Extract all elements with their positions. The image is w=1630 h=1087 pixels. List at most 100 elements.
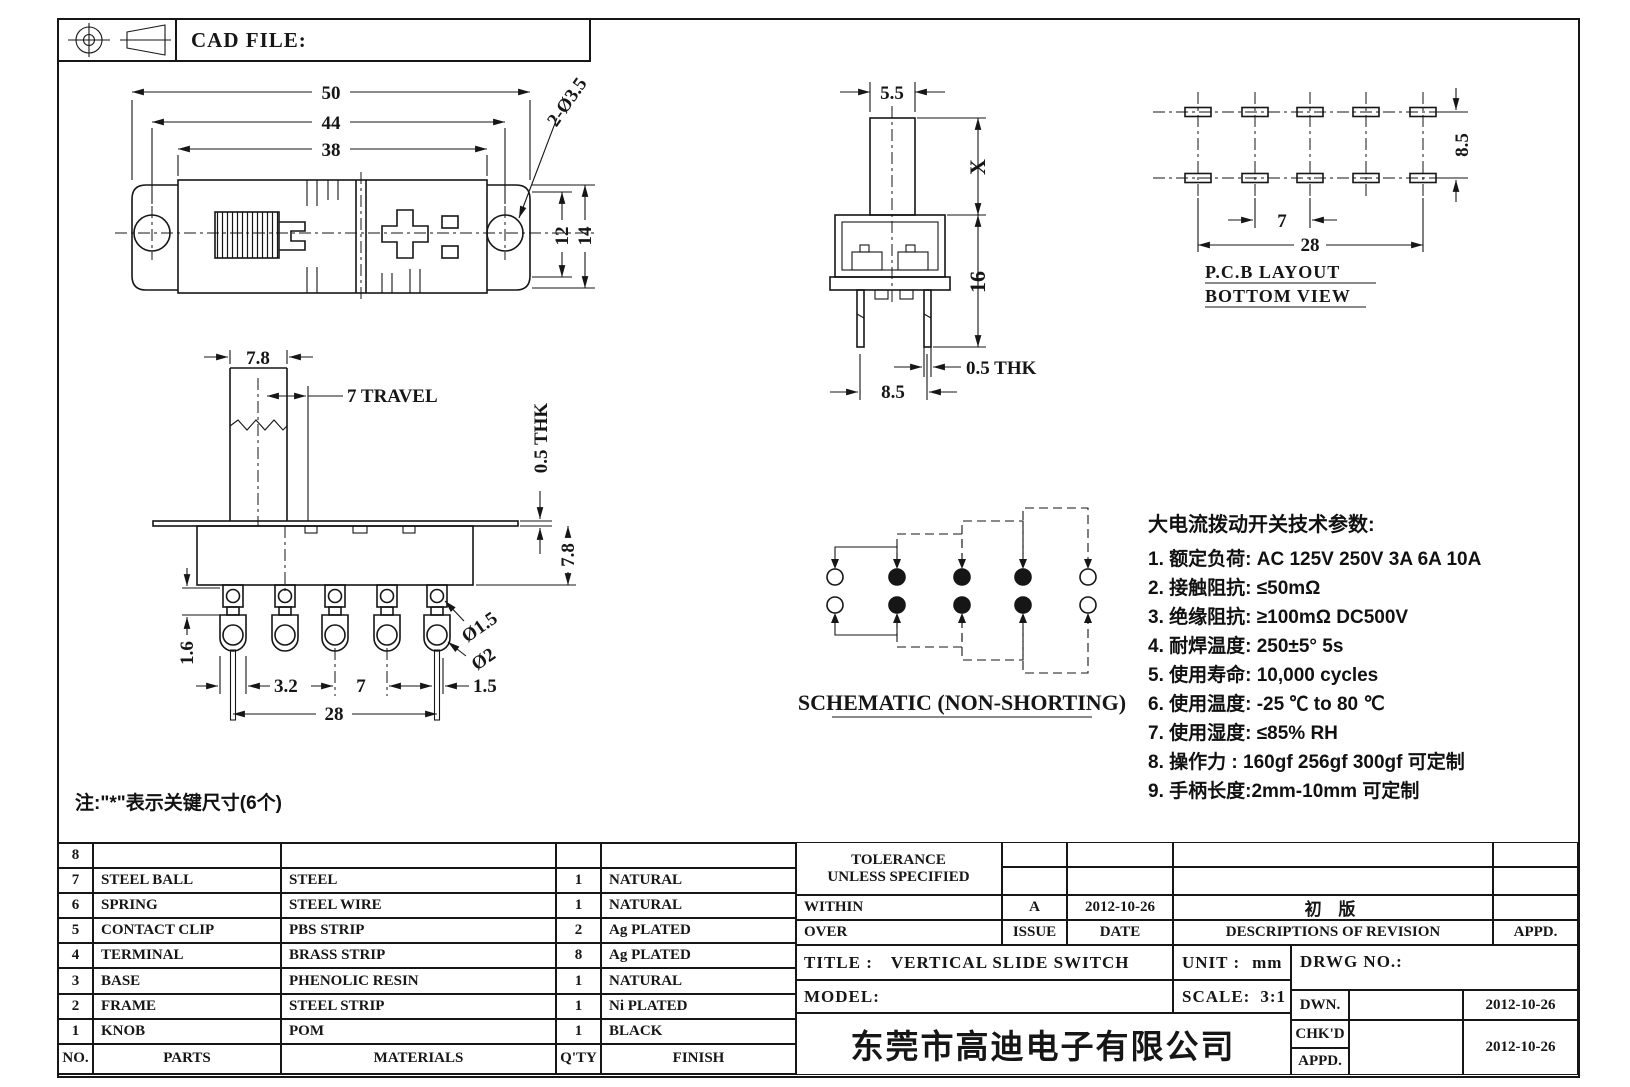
revision-date-cell: 2012-10-26	[1067, 895, 1173, 920]
part-finish: Ag PLATED	[600, 942, 797, 970]
tech-specs-block: 大电流拨动开关技术参数: 1. 额定负荷: AC 125V 250V 3A 6A…	[1148, 508, 1593, 806]
pcb-caption-line2: BOTTOM VIEW	[1205, 286, 1351, 306]
pcb-layout-drawing: 7 28 8.5 P.C.B LAYOUT BOTTOM VIEW	[1153, 88, 1473, 308]
tech-specs-title: 大电流拨动开关技术参数:	[1148, 514, 1375, 536]
part-finish: Ni PLATED	[600, 992, 797, 1020]
part-finish: Ag PLATED	[600, 917, 797, 945]
parts-table: 8 7 STEEL BALL STEEL 1 NATURAL 6 SPRING …	[57, 841, 797, 1076]
title-cell: TITLE : VERTICAL SLIDE SWITCH	[795, 945, 1173, 980]
table-row: 5 CONTACT CLIP PBS STRIP 2 Ag PLATED	[57, 917, 797, 945]
part-no: 2	[57, 992, 94, 1020]
dim-50: 50	[322, 83, 341, 104]
scale-value: 3:1	[1260, 986, 1287, 1006]
dim-knob-7-8: 7.8	[246, 348, 270, 369]
issue-value-cell: A	[1002, 895, 1067, 920]
empty-cell	[1173, 842, 1493, 867]
part-finish: NATURAL	[600, 892, 797, 920]
tech-spec-item: 1. 额定负荷: AC 125V 250V 3A 6A 10A	[1148, 549, 1482, 570]
part-material: PHENOLIC RESIN	[280, 967, 557, 995]
part-name: SPRING	[92, 892, 282, 920]
part-name: FRAME	[92, 992, 282, 1020]
empty-cell	[1173, 867, 1493, 895]
header-materials: MATERIALS	[280, 1042, 557, 1076]
dim-3-2: 3.2	[274, 676, 298, 697]
dim-dia-1-5: Ø1.5	[458, 608, 502, 647]
dim-5-5: 5.5	[880, 83, 904, 104]
revision-desc-cell: 初 版	[1173, 895, 1493, 920]
pcb-caption-line1: P.C.B LAYOUT	[1205, 262, 1340, 282]
table-row: 4 TERMINAL BRASS STRIP 8 Ag PLATED	[57, 942, 797, 970]
revision-label-cell: DESCRIPTIONS OF REVISION	[1173, 920, 1493, 945]
side-view-drawing: 5.5 X 16 0.5 THK 8.5	[829, 82, 1037, 403]
part-name: STEEL BALL	[92, 867, 282, 895]
scale-cell: SCALE: 3:1	[1173, 980, 1291, 1013]
scale-label: SCALE:	[1182, 986, 1251, 1006]
part-qty: 1	[555, 992, 602, 1020]
part-no: 4	[57, 942, 94, 970]
dim-16: 16	[965, 271, 990, 293]
tech-spec-item: 4. 耐焊温度: 250±5° 5s	[1148, 636, 1344, 657]
model-cell: MODEL:	[795, 980, 1173, 1013]
dim-8-5-row: 8.5	[1452, 133, 1473, 157]
part-no: 3	[57, 967, 94, 995]
part-material	[280, 841, 557, 870]
drwg-no-cell: DRWG NO.:	[1291, 945, 1578, 990]
part-qty: 1	[555, 1017, 602, 1045]
over-cell: OVER	[795, 920, 1002, 945]
title-value: VERTICAL SLIDE SWITCH	[890, 952, 1130, 972]
cad-file-label: CAD FILE:	[191, 27, 307, 52]
header-qty: Q'TY	[555, 1042, 602, 1076]
tech-spec-item: 7. 使用湿度: ≤85% RH	[1148, 723, 1338, 744]
part-qty	[555, 841, 602, 870]
table-row: 2 FRAME STEEL STRIP 1 Ni PLATED	[57, 992, 797, 1020]
dim-pitch-7: 7	[356, 676, 366, 697]
projection-symbol-icon	[59, 20, 177, 60]
part-no: 7	[57, 867, 94, 895]
appd-label-cell: APPD.	[1493, 920, 1578, 945]
dim-span-28: 28	[325, 704, 344, 725]
empty-cell	[1002, 842, 1067, 867]
empty-cell	[1002, 867, 1067, 895]
dim-body-7-8: 7.8	[558, 543, 579, 567]
unit-cell: UNIT : mm	[1173, 945, 1291, 980]
part-material: STEEL WIRE	[280, 892, 557, 920]
part-material: STEEL	[280, 867, 557, 895]
dwn-label-cell: DWN.	[1291, 990, 1349, 1020]
empty-cell	[1493, 867, 1578, 895]
tolerance-line2: UNLESS SPECIFIED	[827, 868, 970, 885]
dim-1-5: 1.5	[473, 676, 497, 697]
title-block: TOLERANCE UNLESS SPECIFIED WITHIN OVER A…	[795, 842, 1578, 1075]
tolerance-cell: TOLERANCE UNLESS SPECIFIED	[795, 842, 1002, 895]
part-finish: NATURAL	[600, 967, 797, 995]
part-material: STEEL STRIP	[280, 992, 557, 1020]
part-qty: 1	[555, 967, 602, 995]
dim-thk-front: 0.5 THK	[531, 403, 552, 474]
empty-cell	[1349, 1020, 1463, 1075]
header-no: NO.	[57, 1042, 94, 1076]
part-no: 1	[57, 1017, 94, 1045]
tech-spec-item: 6. 使用温度: -25 ℃ to 80 ℃	[1148, 694, 1385, 715]
company-name: 东莞市高迪电子有限公司	[795, 1013, 1291, 1075]
tech-spec-item: 9. 手柄长度:2mm-10mm 可定制	[1148, 781, 1420, 802]
part-name: BASE	[92, 967, 282, 995]
issue-label-cell: ISSUE	[1002, 920, 1067, 945]
header-finish: FINISH	[600, 1042, 797, 1076]
table-row: 6 SPRING STEEL WIRE 1 NATURAL	[57, 892, 797, 920]
empty-cell	[1493, 895, 1578, 920]
dim-travel: 7 TRAVEL	[347, 386, 438, 407]
part-finish: NATURAL	[600, 867, 797, 895]
table-row: 7 STEEL BALL STEEL 1 NATURAL	[57, 867, 797, 895]
unit-value: mm	[1252, 952, 1283, 972]
empty-cell	[1067, 867, 1173, 895]
dwn-date-cell: 2012-10-26	[1463, 990, 1578, 1020]
table-row: 8	[57, 841, 797, 870]
tech-spec-item: 2. 接触阻抗: ≤50mΩ	[1148, 578, 1321, 599]
tech-spec-item: 3. 绝缘阻抗: ≥100mΩ DC500V	[1148, 607, 1409, 628]
part-no: 5	[57, 917, 94, 945]
table-header-row: NO. PARTS MATERIALS Q'TY FINISH	[57, 1042, 797, 1076]
sheet-border	[57, 18, 1580, 1078]
empty-cell	[1067, 842, 1173, 867]
part-material: BRASS STRIP	[280, 942, 557, 970]
dim-dia-2: Ø2	[468, 644, 500, 675]
